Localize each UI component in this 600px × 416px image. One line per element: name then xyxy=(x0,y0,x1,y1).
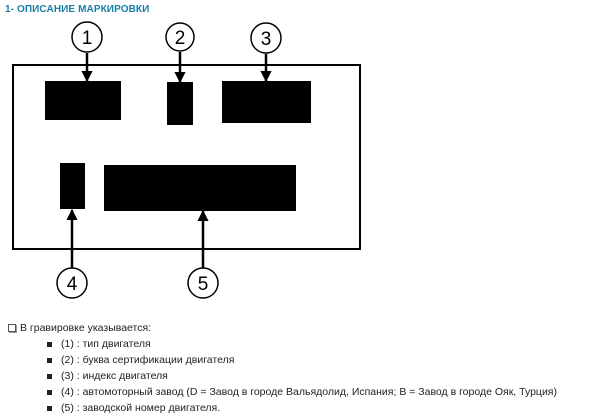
callout-circle-2 xyxy=(165,22,195,52)
notes-intro-text: В гравировке указывается: xyxy=(20,322,152,334)
engraving-block-engine-type xyxy=(45,81,121,120)
list-item: (2) : буква сертификации двигателя xyxy=(47,352,557,368)
list-item-text: (3) : индекс двигателя xyxy=(61,370,168,382)
callout-label-3: 3 xyxy=(261,29,272,50)
list-item-text: (2) : буква сертификации двигателя xyxy=(61,354,235,366)
square-bullet-icon xyxy=(47,341,52,347)
square-bullet-icon xyxy=(47,389,52,395)
list-item-text: (5) : заводской номер двигателя. xyxy=(61,402,221,414)
engraving-block-engine-index xyxy=(222,81,311,123)
callout-circle-1 xyxy=(71,21,103,53)
callout-label-5: 5 xyxy=(198,274,209,295)
callout-circle-5 xyxy=(187,267,219,299)
engine-marking-diagram: 1 2 3 4 5 xyxy=(12,21,361,299)
list-item-text: (1) : тип двигателя xyxy=(61,338,151,350)
list-item-text: (4) : автомоторный завод (D = Завод в го… xyxy=(61,386,557,398)
checkbox-bullet-icon xyxy=(8,324,16,332)
marking-notes: В гравировке указывается: (1) : тип двиг… xyxy=(8,320,557,416)
callout-circle-4 xyxy=(56,267,88,299)
callout-label-4: 4 xyxy=(67,274,78,295)
engraving-block-serial-number xyxy=(104,165,296,211)
engraving-block-factory xyxy=(60,163,85,209)
notes-intro: В гравировке указывается: xyxy=(8,320,557,336)
square-bullet-icon xyxy=(47,405,52,411)
marking-plate xyxy=(12,64,361,250)
callout-label-2: 2 xyxy=(175,28,186,49)
square-bullet-icon xyxy=(47,373,52,379)
engraving-block-certification-letter xyxy=(167,82,193,125)
list-item: (5) : заводской номер двигателя. xyxy=(47,400,557,416)
list-item: (3) : индекс двигателя xyxy=(47,368,557,384)
section-title: 1- ОПИСАНИЕ МАРКИРОВКИ xyxy=(5,4,150,15)
square-bullet-icon xyxy=(47,357,52,363)
callout-label-1: 1 xyxy=(82,28,93,49)
callout-circle-3 xyxy=(250,22,282,54)
notes-list: (1) : тип двигателя (2) : буква сертифик… xyxy=(8,336,557,416)
list-item: (1) : тип двигателя xyxy=(47,336,557,352)
list-item: (4) : автомоторный завод (D = Завод в го… xyxy=(47,384,557,400)
